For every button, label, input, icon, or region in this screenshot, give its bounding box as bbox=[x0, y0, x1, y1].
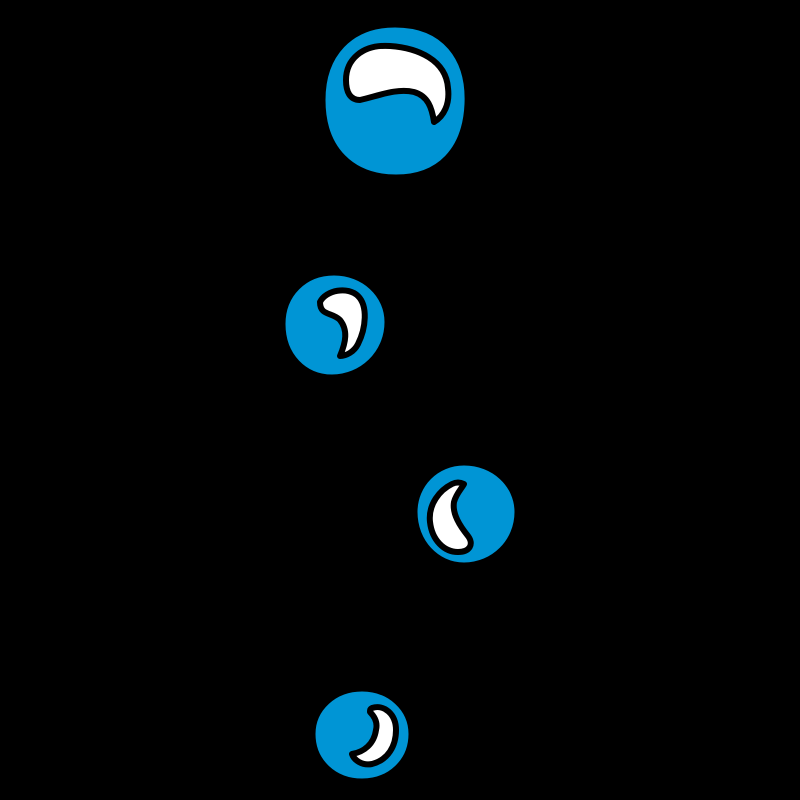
water-bubble-icon bbox=[318, 20, 472, 182]
water-bubble-icon bbox=[308, 684, 416, 786]
water-bubble-icon bbox=[278, 268, 392, 382]
water-bubble-icon bbox=[410, 458, 522, 570]
